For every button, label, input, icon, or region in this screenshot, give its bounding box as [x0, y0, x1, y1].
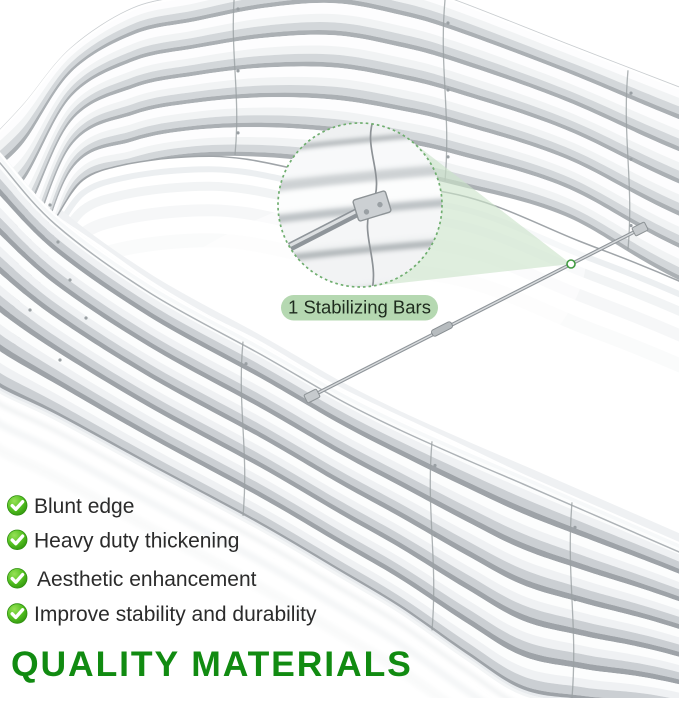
svg-text:QUALITY MATERIALS: QUALITY MATERIALS: [11, 644, 413, 684]
svg-text:Heavy duty thickening: Heavy duty thickening: [34, 529, 239, 552]
svg-text:Improve stability and durabili: Improve stability and durability: [34, 603, 317, 626]
svg-text:Blunt edge: Blunt edge: [34, 495, 134, 518]
svg-text:Aesthetic enhancement: Aesthetic enhancement: [37, 568, 257, 591]
svg-text:1 Stabilizing Bars: 1 Stabilizing Bars: [288, 297, 431, 318]
